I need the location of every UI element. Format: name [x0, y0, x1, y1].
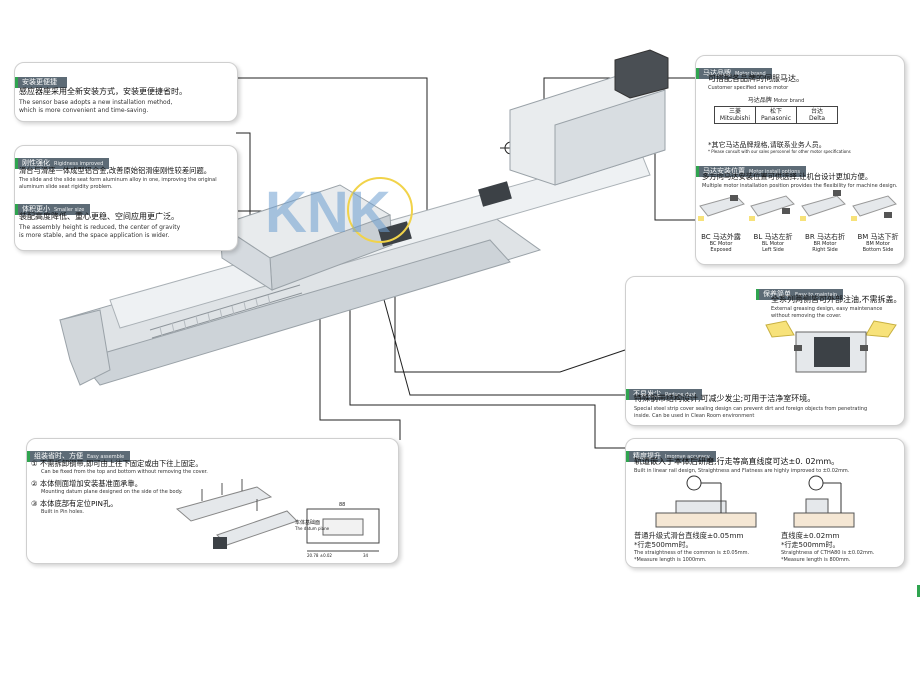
dust-en1: Special steel strip cover sealing design…: [634, 406, 868, 412]
install-zh: 感应器座采用全新安装方式，安装更便捷省时。: [19, 87, 187, 96]
maintain-zh: 全系列两侧皆可外部注油,不需拆盖。: [771, 295, 902, 304]
accuracy-right-zh2: *行走500mm时。: [781, 541, 840, 549]
install-panel: 安装更便捷 感应器座采用全新安装方式，安装更便捷省时。 The sensor b…: [14, 62, 238, 122]
maintain-en1: External greasing design, easy maintenan…: [771, 306, 883, 312]
assembly-dim-b: 20.78 ±0.02: [307, 553, 332, 558]
accuracy-left-zh2: *行走500mm时。: [634, 541, 693, 549]
watermark-logo: KNK: [265, 180, 391, 245]
maintain-en2: without removing the cover.: [771, 313, 842, 319]
maintain-illustration: [765, 320, 897, 373]
accuracy-left-en2: *Measure length is 1000mm.: [634, 557, 707, 563]
rigidity-zh: 滑台与滑座一体成型铝合金,改善原始铝滑座刚性较差问题。: [19, 166, 212, 175]
smaller-en2: is more stable, and the space applicatio…: [19, 232, 170, 239]
install-en2: which is more convenient and time-saving…: [19, 107, 149, 114]
motor-brand-en: Customer specified servo motor: [708, 85, 789, 91]
assembly-illustration: [175, 479, 380, 552]
motor-install-en: Multiple motor installation position pro…: [702, 183, 898, 189]
accuracy-en: Built in linear rail design, Straightnes…: [634, 468, 850, 474]
accuracy-left-en1: The straightness of the common is ±0.05m…: [634, 550, 750, 556]
motor-brand-note-en: * Please consult with our sales personne…: [708, 149, 851, 154]
accuracy-right-en2: *Measure length is 800mm.: [781, 557, 851, 563]
install-tag: 安装更便捷: [15, 77, 67, 88]
assembly-item-3: ③ 本体底部有定位PIN孔。 Built in Pin holes.: [31, 499, 118, 515]
accuracy-right-zh1: 直线度±0.02mm: [781, 531, 840, 540]
accuracy-right-en1: Straightness of CTHA80 is ±0.02mm.: [781, 550, 875, 556]
assembly-dim-a: 88: [339, 502, 346, 508]
assembly-datum-en: The datum plane: [295, 526, 330, 531]
motor-option-thumbnails: [698, 190, 897, 221]
dust-zh: 特殊钢带结构设计,可减少发尘;可用于洁净室环境。: [634, 394, 816, 403]
accuracy-zh: 轨道嵌入于本体后研磨,行走等高直线度可达±0. 02mm。: [634, 457, 840, 466]
dust-en2: inside. Can be used in Clean Room enviro…: [634, 413, 755, 419]
accuracy-diagrams: [655, 475, 855, 528]
install-en1: The sensor base adopts a new installatio…: [19, 99, 173, 106]
accuracy-left-zh1: 普通升级式滑台直线度±0.05mm: [634, 531, 744, 540]
assembly-item-2: ② 本体侧面增加安装基准面承靠。 Mounting datum plane de…: [31, 479, 183, 495]
assembly-datum-zh: 本体基础面: [295, 520, 321, 526]
smaller-en1: The assembly height is reduced, the cent…: [19, 224, 181, 231]
smaller-zh: 装配高度降低、重心更稳、空间应用更广泛。: [19, 212, 179, 221]
motor-brand-zh: 可搭配各品牌的伺服马达。: [708, 74, 804, 83]
assembly-dim-c: 34: [363, 553, 369, 558]
motor-install-zh: 多方向马达安装位置可供选择,让机台设计更加方便。: [702, 172, 873, 181]
page-edge-accent: [917, 585, 920, 597]
rigidity-en2: aluminum slide seat rigidity problem.: [19, 184, 113, 190]
assembly-item-1: ① 不需拆卸钢带,即可由上往下固定或由下往上固定。 Can be fixed f…: [31, 459, 208, 475]
rigidity-en1: The slide and the slide seat form alumin…: [19, 177, 217, 183]
motor-brand-note-zh: *其它马达品牌规格,请联系业务人员。: [708, 141, 826, 149]
